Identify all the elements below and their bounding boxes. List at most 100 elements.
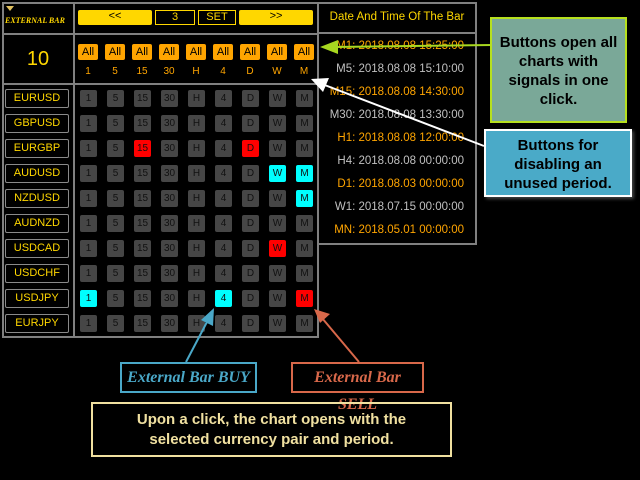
period-cell[interactable]: 1 (80, 240, 97, 257)
period-cell[interactable]: 1 (80, 215, 97, 232)
period-cell[interactable]: W (269, 315, 286, 332)
all-button-3[interactable]: All (159, 44, 179, 60)
period-cell[interactable]: 15 (134, 190, 151, 207)
pair-button[interactable]: AUDUSD (5, 164, 69, 183)
period-cell[interactable]: M (296, 315, 313, 332)
period-cell[interactable]: D (242, 265, 259, 282)
sell-signal-cell[interactable]: W (269, 240, 286, 257)
pair-button[interactable]: USDCHF (5, 264, 69, 283)
all-button-2[interactable]: All (132, 44, 152, 60)
period-cell[interactable]: H (188, 190, 205, 207)
period-cell[interactable]: M (296, 240, 313, 257)
period-cell[interactable]: M (296, 215, 313, 232)
period-cell[interactable]: 30 (161, 140, 178, 157)
all-button-6[interactable]: All (240, 44, 260, 60)
period-cell[interactable]: H (188, 315, 205, 332)
period-cell[interactable]: H (188, 290, 205, 307)
period-cell[interactable]: 5 (107, 165, 124, 182)
period-cell[interactable]: 5 (107, 215, 124, 232)
all-button-4[interactable]: All (186, 44, 206, 60)
period-cell[interactable]: 15 (134, 315, 151, 332)
period-cell[interactable]: 5 (107, 90, 124, 107)
period-cell[interactable]: 30 (161, 115, 178, 132)
period-cell[interactable]: W (269, 140, 286, 157)
period-cell[interactable]: 1 (80, 315, 97, 332)
period-cell[interactable]: H (188, 115, 205, 132)
period-cell[interactable]: 30 (161, 190, 178, 207)
pair-button[interactable]: EURGBP (5, 139, 69, 158)
period-cell[interactable]: M (296, 140, 313, 157)
period-cell[interactable]: D (242, 240, 259, 257)
buy-signal-cell[interactable]: 1 (80, 290, 97, 307)
buy-signal-cell[interactable]: M (296, 190, 313, 207)
period-cell[interactable]: 4 (215, 215, 232, 232)
period-cell[interactable]: D (242, 90, 259, 107)
period-cell[interactable]: M (296, 265, 313, 282)
period-cell[interactable]: H (188, 215, 205, 232)
period-cell[interactable]: M (296, 115, 313, 132)
period-cell[interactable]: W (269, 265, 286, 282)
period-cell[interactable]: 4 (215, 165, 232, 182)
period-cell[interactable]: W (269, 115, 286, 132)
period-cell[interactable]: 1 (80, 265, 97, 282)
period-cell[interactable]: 5 (107, 315, 124, 332)
all-button-5[interactable]: All (213, 44, 233, 60)
pair-button[interactable]: EURUSD (5, 89, 69, 108)
period-cell[interactable]: D (242, 190, 259, 207)
period-cell[interactable]: W (269, 190, 286, 207)
period-cell[interactable]: 5 (107, 140, 124, 157)
period-cell[interactable]: 4 (215, 315, 232, 332)
period-cell[interactable]: 15 (134, 240, 151, 257)
period-cell[interactable]: 30 (161, 90, 178, 107)
period-cell[interactable]: D (242, 315, 259, 332)
period-cell[interactable]: 1 (80, 165, 97, 182)
period-cell[interactable]: H (188, 140, 205, 157)
pair-button[interactable]: USDJPY (5, 289, 69, 308)
period-cell[interactable]: 5 (107, 240, 124, 257)
period-cell[interactable]: D (242, 165, 259, 182)
page-input[interactable]: 3 (155, 10, 195, 25)
buy-signal-cell[interactable]: W (269, 165, 286, 182)
all-button-7[interactable]: All (267, 44, 287, 60)
period-cell[interactable]: 4 (215, 140, 232, 157)
period-cell[interactable]: 5 (107, 290, 124, 307)
period-cell[interactable]: 1 (80, 90, 97, 107)
period-cell[interactable]: 1 (80, 140, 97, 157)
period-cell[interactable]: 1 (80, 190, 97, 207)
period-cell[interactable]: 15 (134, 90, 151, 107)
period-cell[interactable]: D (242, 115, 259, 132)
pair-button[interactable]: USDCAD (5, 239, 69, 258)
buy-signal-cell[interactable]: M (296, 165, 313, 182)
buy-signal-cell[interactable]: 4 (215, 290, 232, 307)
prev-button[interactable]: << (78, 10, 152, 25)
period-cell[interactable]: 30 (161, 165, 178, 182)
period-cell[interactable]: 15 (134, 265, 151, 282)
all-button-1[interactable]: All (105, 44, 125, 60)
period-cell[interactable]: 4 (215, 265, 232, 282)
sell-signal-cell[interactable]: D (242, 140, 259, 157)
period-cell[interactable]: 5 (107, 115, 124, 132)
sell-signal-cell[interactable]: M (296, 290, 313, 307)
period-cell[interactable]: H (188, 240, 205, 257)
sell-signal-cell[interactable]: 15 (134, 140, 151, 157)
next-button[interactable]: >> (239, 10, 313, 25)
period-cell[interactable]: 30 (161, 265, 178, 282)
pair-button[interactable]: GBPUSD (5, 114, 69, 133)
set-button[interactable]: SET (198, 10, 236, 25)
pair-button[interactable]: EURJPY (5, 314, 69, 333)
period-cell[interactable]: 1 (80, 115, 97, 132)
period-cell[interactable]: 4 (215, 90, 232, 107)
period-cell[interactable]: H (188, 90, 205, 107)
period-cell[interactable]: 4 (215, 240, 232, 257)
all-button-0[interactable]: All (78, 44, 98, 60)
period-cell[interactable]: M (296, 90, 313, 107)
all-button-8[interactable]: All (294, 44, 314, 60)
period-cell[interactable]: H (188, 265, 205, 282)
period-cell[interactable]: H (188, 165, 205, 182)
period-cell[interactable]: 15 (134, 215, 151, 232)
period-cell[interactable]: D (242, 290, 259, 307)
period-cell[interactable]: 4 (215, 190, 232, 207)
period-cell[interactable]: W (269, 215, 286, 232)
period-cell[interactable]: D (242, 215, 259, 232)
period-cell[interactable]: 30 (161, 290, 178, 307)
